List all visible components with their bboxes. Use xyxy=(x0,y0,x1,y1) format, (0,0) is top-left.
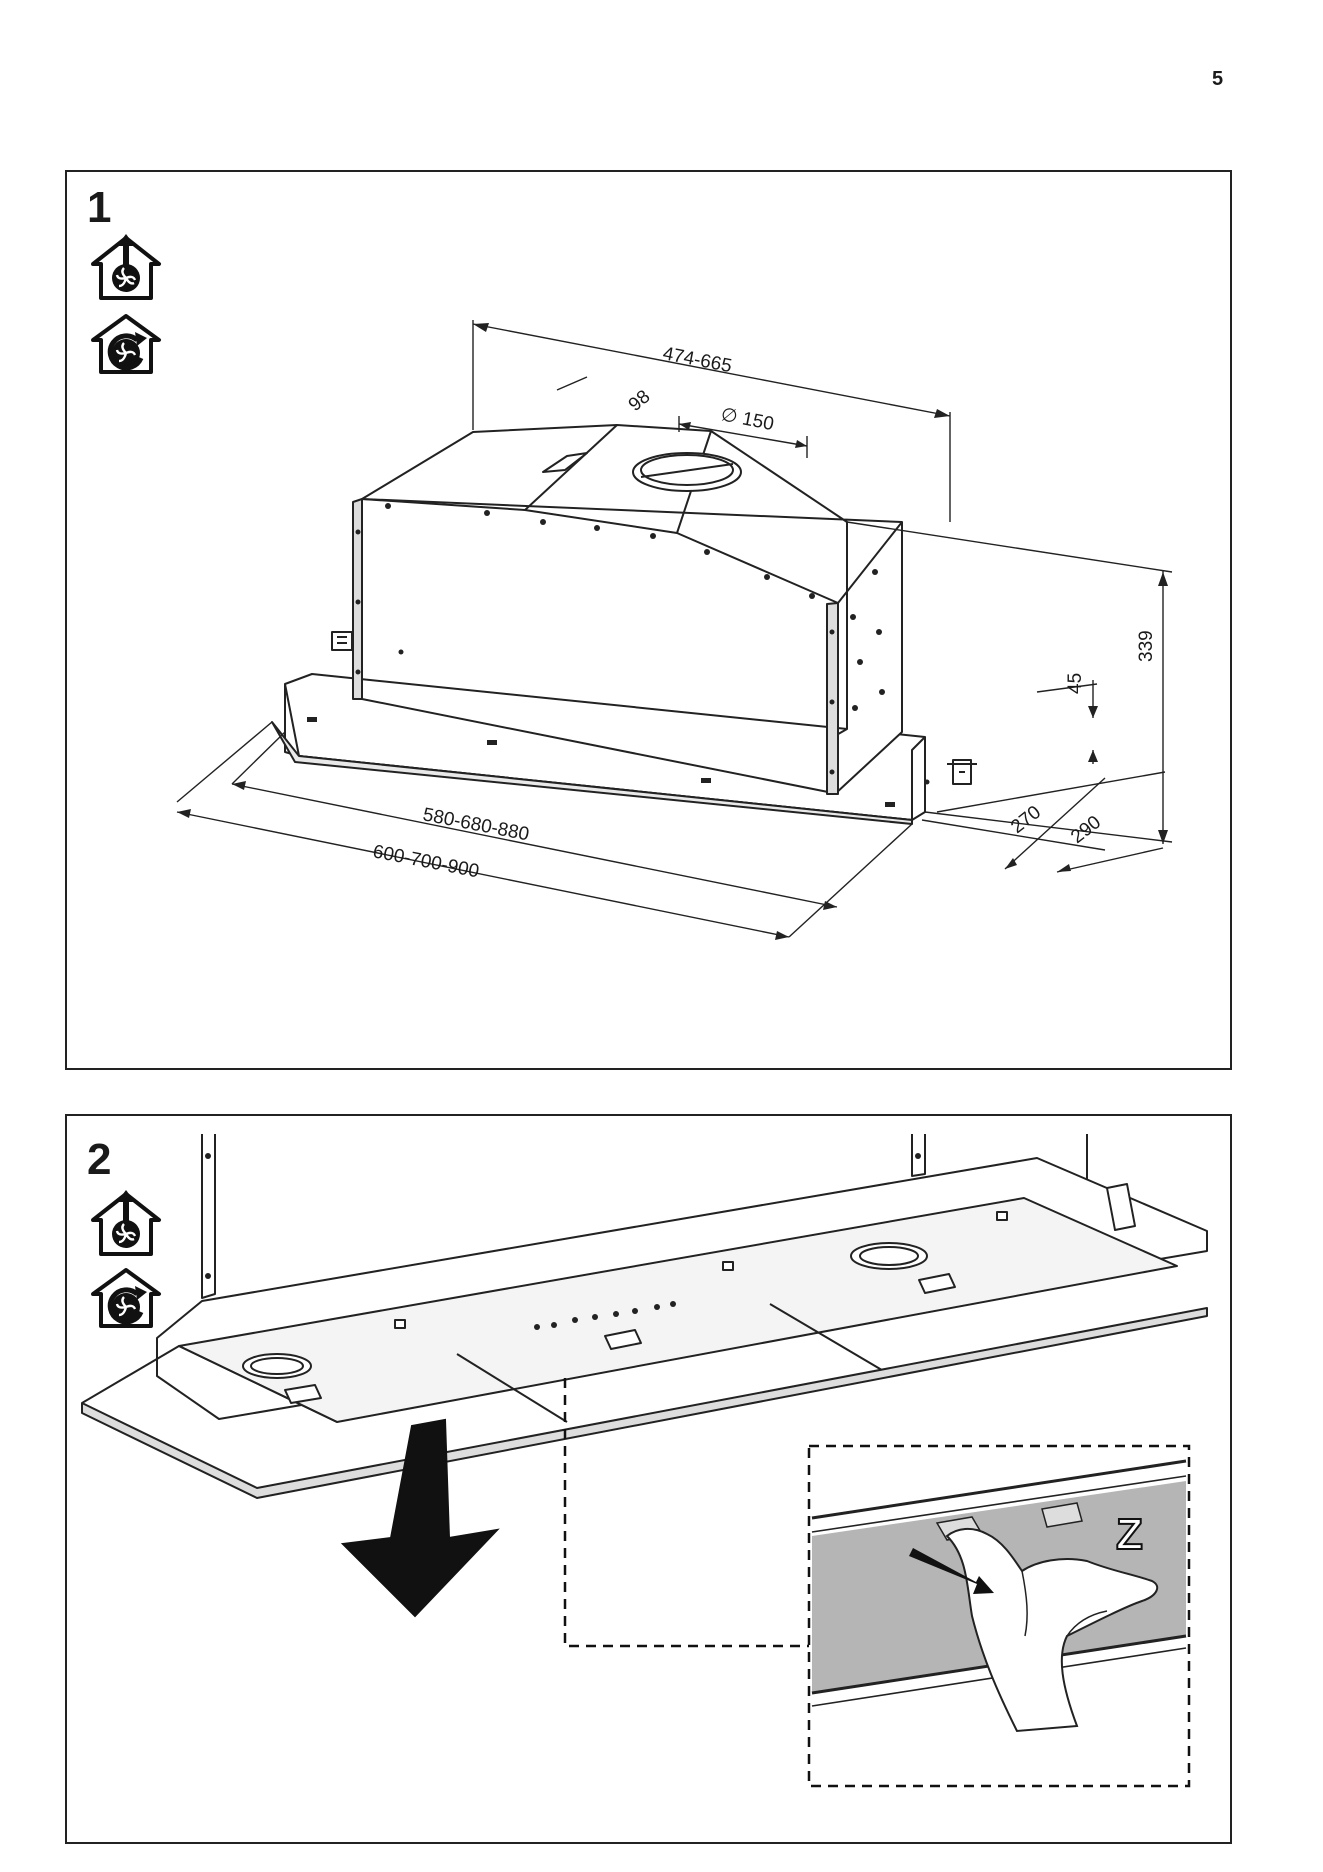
extraction-mode-icon xyxy=(89,232,163,304)
dim-inner-width: 580-680-880 xyxy=(421,804,531,845)
step-number-1: 1 xyxy=(87,186,111,230)
figure-2-panel: 2 xyxy=(65,1114,1232,1844)
dim-outlet-diameter: ∅ 150 xyxy=(719,404,776,435)
hood-dimension-drawing: 474-665 98 ∅ 150 339 45 270 290 580-680-… xyxy=(67,172,1232,1070)
dim-side-depth-inner: 270 xyxy=(1007,802,1045,838)
figure-1-panel: 1 xyxy=(65,170,1232,1070)
recirculation-mode-icon xyxy=(89,312,163,378)
dim-outlet-offset: 98 xyxy=(625,386,655,416)
extraction-mode-icon xyxy=(89,1188,163,1260)
dim-side-depth-outer: 290 xyxy=(1067,812,1105,848)
detail-label-z: Z xyxy=(1116,1510,1143,1559)
dim-height: 339 xyxy=(1136,630,1157,662)
dim-lip-height: 45 xyxy=(1065,673,1086,694)
dim-depth-range: 474-665 xyxy=(661,343,733,377)
recirculation-mode-icon xyxy=(89,1266,163,1332)
step-number-2: 2 xyxy=(87,1138,111,1182)
page-number: 5 xyxy=(1212,68,1223,91)
dim-outer-width: 600-700-900 xyxy=(371,841,481,882)
filter-removal-drawing: Z xyxy=(67,1116,1232,1844)
